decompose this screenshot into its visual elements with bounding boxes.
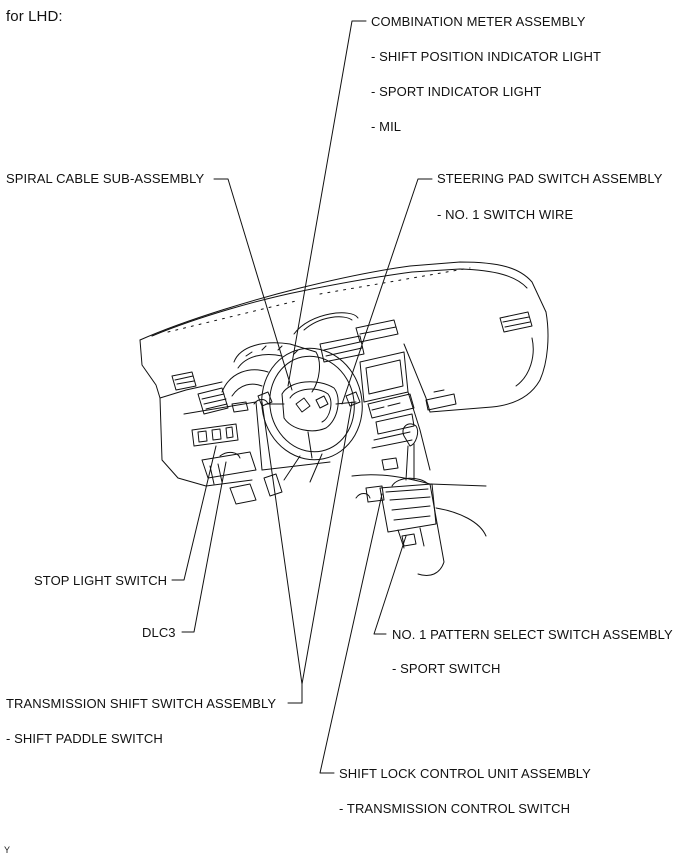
label-dlc3: DLC3: [142, 625, 176, 640]
steering-wheel-illustration: [257, 347, 363, 483]
leader-lines: [171, 20, 433, 774]
label-shift-paddle-switch: - SHIFT PADDLE SWITCH: [6, 731, 163, 746]
label-transmission-control-switch: - TRANSMISSION CONTROL SWITCH: [339, 801, 571, 816]
label-spiral-cable: SPIRAL CABLE SUB-ASSEMBLY: [6, 171, 205, 186]
label-sport-indicator: - SPORT INDICATOR LIGHT: [371, 84, 542, 99]
label-stop-light-switch: STOP LIGHT SWITCH: [34, 573, 168, 588]
label-sport-switch: - SPORT SWITCH: [392, 661, 501, 676]
label-combination-meter: COMBINATION METER ASSEMBLY: [371, 14, 586, 29]
label-no1-pattern-select: NO. 1 PATTERN SELECT SWITCH ASSEMBLY: [392, 627, 673, 642]
figure-code: Y: [4, 845, 11, 855]
combination-meter-illustration: [221, 342, 320, 413]
label-mil: - MIL: [371, 119, 402, 134]
shift-lever-illustration: [355, 423, 437, 549]
label-steering-pad-switch: STEERING PAD SWITCH ASSEMBLY: [437, 171, 663, 186]
dashboard-outline: [139, 261, 549, 576]
label-shift-lock-control: SHIFT LOCK CONTROL UNIT ASSEMBLY: [339, 766, 591, 781]
label-no1-switch-wire: - NO. 1 SWITCH WIRE: [437, 207, 574, 222]
diagram-title: for LHD:: [6, 8, 63, 25]
label-transmission-shift-switch: TRANSMISSION SHIFT SWITCH ASSEMBLY: [6, 696, 277, 711]
label-shift-position-indicator: - SHIFT POSITION INDICATOR LIGHT: [371, 49, 601, 64]
